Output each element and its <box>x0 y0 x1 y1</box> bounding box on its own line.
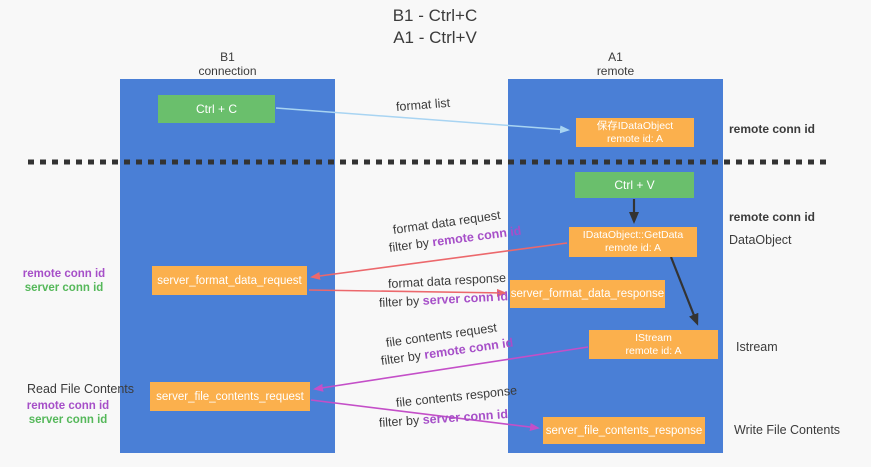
file-contents-response-filter-caption: filter by server conn id <box>379 407 509 430</box>
server-file-contents-request-label: server_file_contents_request <box>156 390 304 403</box>
diagram-title: B1 - Ctrl+C A1 - Ctrl+V <box>330 5 540 49</box>
filter-by-text: filter by <box>378 413 420 430</box>
left-conn-id-tags-top: remote conn id server conn id <box>18 267 110 295</box>
server-file-contents-response-node: server_file_contents_response <box>543 417 705 444</box>
column-a1-role: remote <box>596 64 635 78</box>
remote-conn-id-tag-middle: remote conn id <box>729 210 816 224</box>
remote-conn-id-tag-left-top: remote conn id <box>22 268 106 280</box>
istream-line1: IStream <box>635 331 672 344</box>
server-file-contents-response-label: server_file_contents_response <box>545 424 703 437</box>
dataobject-side-label: DataObject <box>729 233 792 247</box>
server-format-data-response-label: server_format_data_response <box>510 288 665 300</box>
remote-conn-id-tag-top: remote conn id <box>729 122 816 136</box>
save-idataobject-node: 保存IDataObject remote id: A <box>576 118 694 147</box>
istream-side-label: Istream <box>736 340 778 354</box>
file-contents-response-caption: file contents response <box>395 383 518 410</box>
filter-by-text: filter by <box>378 293 420 310</box>
write-file-contents-label: Write File Contents <box>734 423 841 437</box>
server-format-data-response-node: server_format_data_response <box>510 280 665 308</box>
getdata-line1: IDataObject::GetData <box>582 229 684 241</box>
remote-conn-id-tag-left-bottom: remote conn id <box>26 400 110 412</box>
column-b1-name: B1 <box>220 50 235 64</box>
istream-node: IStream remote id: A <box>589 330 718 359</box>
server-file-contents-request-node: server_file_contents_request <box>150 382 310 411</box>
ctrl-v-label: Ctrl + V <box>614 178 655 192</box>
read-file-contents-label: Read File Contents <box>27 382 135 396</box>
istream-line2: remote id: A <box>625 344 682 357</box>
title-line-2: A1 - Ctrl+V <box>393 28 477 47</box>
server-format-data-request-node: server_format_data_request <box>152 266 307 295</box>
server-conn-id-inline: server conn id <box>422 407 509 427</box>
column-a1-name: A1 <box>608 50 623 64</box>
left-conn-id-tags-bottom: remote conn id server conn id <box>22 399 114 427</box>
getdata-line2: remote id: A <box>604 242 662 254</box>
server-conn-id-inline: server conn id <box>422 289 509 308</box>
ctrl-v-node: Ctrl + V <box>575 172 694 198</box>
server-format-data-request-label: server_format_data_request <box>157 274 302 287</box>
format-data-response-caption: format data response <box>387 270 507 291</box>
format-data-response-filter-caption: filter by server conn id <box>379 289 509 310</box>
title-line-1: B1 - Ctrl+C <box>392 6 478 25</box>
save-idataobject-line2: remote id: A <box>606 132 664 145</box>
column-b1-role: connection <box>198 64 257 78</box>
ctrl-c-node: Ctrl + C <box>158 95 275 123</box>
column-header-a1: A1 remote <box>508 50 723 78</box>
ctrl-c-label: Ctrl + C <box>195 102 237 116</box>
column-header-b1: B1 connection <box>120 50 335 78</box>
idataobject-getdata-node: IDataObject::GetData remote id: A <box>569 227 697 257</box>
server-conn-id-tag-left-bottom: server conn id <box>28 414 108 426</box>
filter-by-text: filter by <box>388 235 430 255</box>
server-conn-id-tag-left-top: server conn id <box>24 282 104 294</box>
save-idataobject-line1: 保存IDataObject <box>596 119 674 132</box>
format-list-caption: format list <box>395 95 451 114</box>
filter-by-text: filter by <box>380 348 422 368</box>
